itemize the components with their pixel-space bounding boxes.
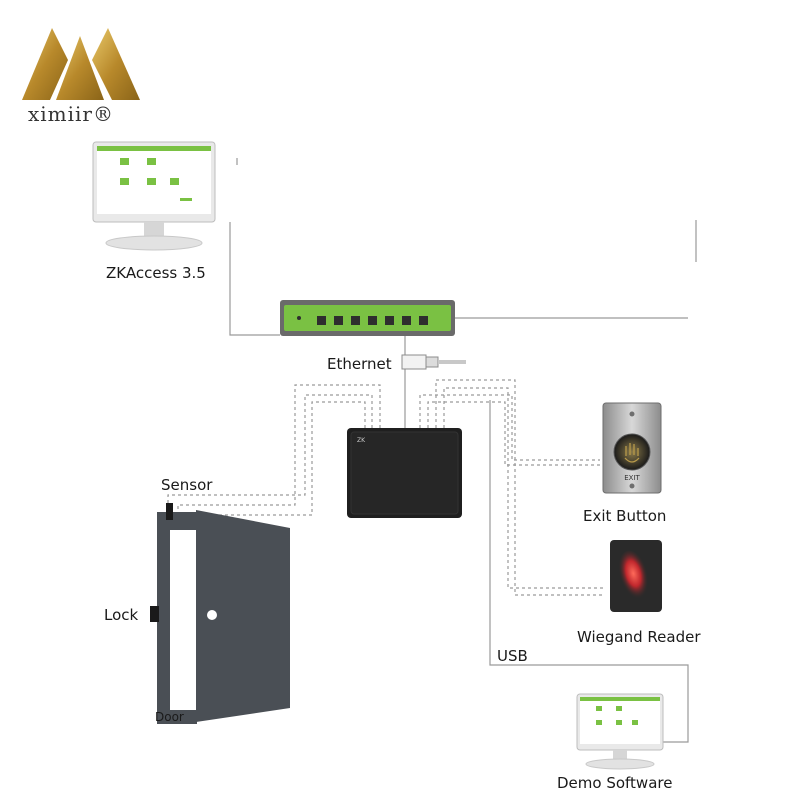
network-lines bbox=[229, 158, 697, 743]
zkaccess-label: ZKAccess 3.5 bbox=[106, 264, 206, 282]
rj45-boot bbox=[425, 356, 439, 368]
demo-module-2 bbox=[616, 706, 622, 711]
monitor-title-bar bbox=[97, 146, 211, 151]
access-controller: ZK bbox=[347, 428, 462, 518]
demo-module-3 bbox=[596, 720, 602, 725]
monitor-neck bbox=[144, 222, 164, 240]
switch-led bbox=[297, 316, 301, 320]
logo-mark-right bbox=[92, 28, 140, 100]
lock-device bbox=[150, 606, 159, 622]
wiegand-reader-label: Wiegand Reader bbox=[577, 628, 701, 646]
sensor-device bbox=[166, 503, 173, 520]
screen-module-2 bbox=[147, 158, 156, 165]
sensor-wire-outer bbox=[177, 384, 381, 512]
brand-name: ximiir® bbox=[28, 102, 114, 126]
brand-logo bbox=[22, 28, 140, 100]
door-assembly bbox=[150, 503, 290, 724]
hand-icon bbox=[624, 443, 640, 463]
screen-module-5 bbox=[170, 178, 179, 185]
reader-light bbox=[618, 550, 650, 602]
switch-ports bbox=[317, 316, 428, 325]
reader-wire-outer bbox=[435, 379, 605, 596]
door-knob bbox=[207, 610, 217, 620]
reader-wire-inner bbox=[443, 387, 605, 589]
logo-mark-left bbox=[22, 28, 68, 100]
rj45-plug bbox=[401, 354, 427, 370]
ethernet-label: Ethernet bbox=[327, 355, 392, 373]
demo-title-bar bbox=[580, 697, 660, 701]
door-frame-opening bbox=[170, 530, 197, 710]
screen-button bbox=[180, 198, 192, 201]
zkaccess-monitor bbox=[92, 141, 216, 251]
screen-module-3 bbox=[120, 178, 129, 185]
sensor-label: Sensor bbox=[161, 476, 213, 494]
demo-software-monitor bbox=[576, 693, 664, 770]
exit-button-caption: EXIT bbox=[624, 474, 640, 482]
controller-face bbox=[350, 431, 459, 515]
ethernet-connector bbox=[401, 354, 466, 370]
lock-label: Lock bbox=[104, 606, 139, 624]
exit-button-screw-bottom bbox=[629, 483, 635, 489]
demo-module-4 bbox=[616, 720, 622, 725]
rj45-cable bbox=[438, 360, 466, 364]
controller-brand-text: ZK bbox=[357, 437, 366, 444]
logo-mark-middle bbox=[56, 36, 104, 100]
screen-module-1 bbox=[120, 158, 129, 165]
usb-label: USB bbox=[497, 647, 528, 665]
usb-line bbox=[489, 400, 689, 743]
demo-software-label: Demo Software bbox=[557, 774, 673, 792]
door-leaf bbox=[196, 510, 290, 722]
door-label: Door bbox=[155, 710, 184, 724]
demo-module-5 bbox=[632, 720, 638, 725]
demo-monitor-base bbox=[585, 758, 655, 770]
wiegand-reader-device bbox=[610, 540, 662, 612]
network-switch bbox=[280, 300, 455, 336]
sensor-wire-inner bbox=[167, 394, 373, 505]
exit-button-sensor bbox=[613, 433, 651, 471]
exit-button-device: EXIT bbox=[602, 402, 662, 494]
screen-module-4 bbox=[147, 178, 156, 185]
exit-button-screw-top bbox=[629, 411, 635, 417]
pc-to-switch-line bbox=[229, 222, 280, 336]
exit-button-label: Exit Button bbox=[583, 507, 667, 525]
exit-button-wire-inner bbox=[427, 401, 600, 466]
monitor-base bbox=[105, 235, 203, 251]
demo-module-1 bbox=[596, 706, 602, 711]
